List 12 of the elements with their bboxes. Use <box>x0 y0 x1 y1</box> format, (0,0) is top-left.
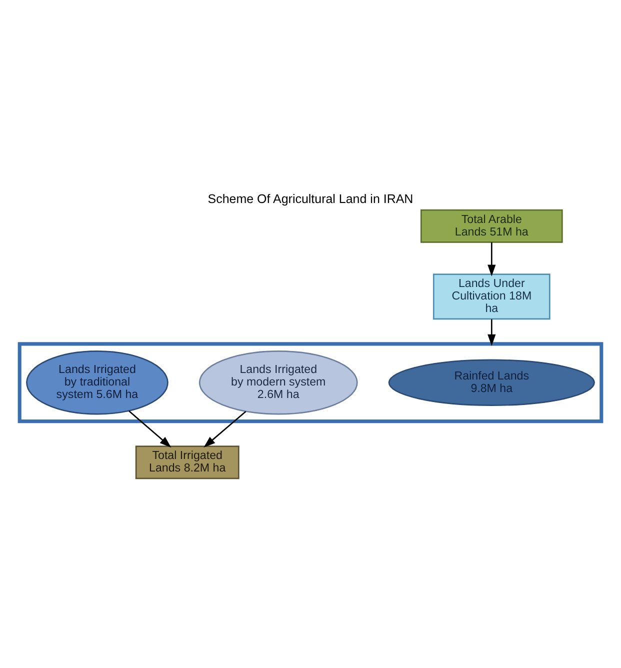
cluster <box>18 342 604 424</box>
diagram-title: Scheme Of Agricultural Land in IRAN <box>208 192 414 206</box>
arrow <box>488 319 496 346</box>
arrow <box>488 242 496 276</box>
arrow <box>128 410 172 448</box>
node-box: Total Arable Lands 51M ha <box>420 209 563 243</box>
node-ellipse: Lands Irrigated by traditional system 5.6M ha <box>26 350 168 415</box>
node-ellipse: Lands Irrigated by modern system 2.6M ha <box>198 350 358 415</box>
node-ellipse: Rainfed Lands 9.8M ha <box>388 359 595 406</box>
node-box: Total Irrigated Lands 8.2M ha <box>135 446 240 480</box>
node-box: Lands Under Cultivation 18M ha <box>432 274 550 320</box>
arrow <box>204 410 246 448</box>
